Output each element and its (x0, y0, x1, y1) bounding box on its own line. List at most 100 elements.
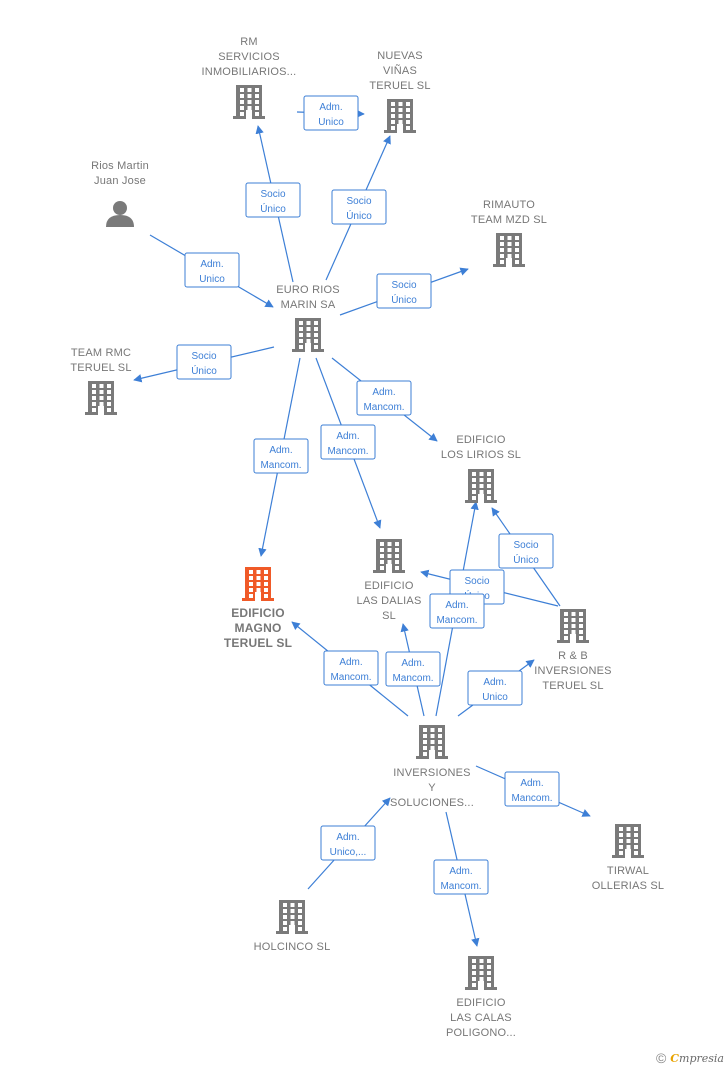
edge-label-text: Adm. (319, 102, 342, 113)
edge-label-holcinco-to-inversiones[interactable]: Adm.Unico,... (320, 825, 376, 861)
node-label: TERUEL SL (70, 362, 131, 374)
edge-label-text: Adm. (336, 832, 359, 843)
node-label: TEAM MZD SL (471, 214, 547, 226)
edge-label-text: Socio (391, 280, 416, 291)
edge-label-euro-to-magno[interactable]: Adm. Mancom. (253, 438, 309, 474)
edge-label-text: Unico (482, 692, 508, 703)
node-label: RM (240, 36, 258, 48)
edge-label-text: Unico (199, 274, 225, 285)
node-label: EDIFICIO (231, 606, 285, 620)
node-tirwal[interactable]: TIRWAL OLLERIAS SL (592, 824, 665, 892)
edge-label-text: Adm. (269, 445, 292, 456)
node-label: EDIFICIO (456, 434, 506, 446)
edge-label-text: Socio (191, 351, 216, 362)
edge-label-box (376, 273, 432, 309)
node-lirios[interactable]: EDIFICIO LOS LIRIOS SL (441, 434, 521, 503)
node-label: NUEVAS (377, 50, 423, 62)
node-label: Y (428, 782, 436, 794)
edge-label-text: Único (260, 202, 286, 215)
node-label: LAS DALIAS (357, 595, 422, 607)
edge-label-box (303, 95, 359, 131)
node-teamrmc[interactable]: TEAM RMC TERUEL SL (70, 347, 131, 415)
building-icon (85, 381, 117, 415)
edge-label-box (356, 380, 412, 416)
edge-labels-layer: SocioÚnicoSocioÚnicoAdm.UnicoAdm.UnicoSo… (176, 95, 560, 895)
edge-label-box (433, 859, 489, 895)
node-label: MARIN SA (281, 299, 336, 311)
edge-label-text: Único (513, 553, 539, 566)
edge-label-text: Mancom. (260, 460, 301, 471)
edge-label-inversiones-to-lirios[interactable]: Adm.Mancom. (429, 593, 485, 629)
brand-logo[interactable]: Cmpresia (670, 1051, 724, 1065)
nodes-layer: RMSERVICIOSINMOBILIARIOS...NUEVASVIÑASTE… (70, 36, 664, 1039)
building-icon (465, 469, 497, 503)
edge-label-text: Mancom. (392, 673, 433, 684)
edge-label-text: Mancom. (436, 615, 477, 626)
edge-label-rm-to-nuevas[interactable]: Adm.Unico (303, 95, 359, 131)
edge-label-text: Socio (346, 196, 371, 207)
edge-label-text: Adm. (520, 778, 543, 789)
node-label: POLIGONO... (446, 1027, 516, 1039)
edge-label-box (245, 182, 301, 218)
footer-brand[interactable]: © Cmpresia (656, 1050, 724, 1066)
edge-label-inversiones-to-rb[interactable]: Adm.Unico (467, 670, 523, 706)
building-icon (416, 725, 448, 759)
edge-label-euro-to-dalias[interactable]: Adm.Mancom. (320, 424, 376, 460)
node-label: EDIFICIO (364, 580, 414, 592)
edge-label-text: Mancom. (440, 881, 481, 892)
building-icon (612, 824, 644, 858)
node-label: EDIFICIO (456, 997, 506, 1009)
node-label: INVERSIONES (534, 665, 611, 677)
node-label: TERUEL SL (369, 80, 430, 92)
node-dalias[interactable]: EDIFICIO LAS DALIAS SL (357, 539, 422, 622)
edge-label-euro-to-lirios[interactable]: Adm.Mancom. (356, 380, 412, 416)
edge-label-box (429, 593, 485, 629)
edge-label-text: Adm. (401, 658, 424, 669)
node-label: TIRWAL (607, 865, 649, 877)
edge-label-box (498, 533, 554, 569)
node-label: Rios Martin (91, 160, 149, 172)
building-icon (292, 318, 324, 352)
edge-label-text: Socio (260, 189, 285, 200)
copyright-icon: © (655, 1050, 667, 1066)
node-label: LOS LIRIOS SL (441, 449, 521, 461)
edge-label-text: Adm. (200, 259, 223, 270)
node-label: SL (382, 610, 396, 622)
edge-label-box (320, 424, 376, 460)
edge-label-inversiones-to-magno[interactable]: Adm.Mancom. (323, 650, 379, 686)
node-label: SERVICIOS (218, 51, 280, 63)
edge-label-inversiones-to-calas[interactable]: Adm.Mancom. (433, 859, 489, 895)
node-holcinco[interactable]: HOLCINCO SL (254, 900, 331, 953)
building-icon (384, 99, 416, 133)
node-label: OLLERIAS SL (592, 880, 665, 892)
node-label: TERUEL SL (542, 680, 603, 692)
node-label: RIMAUTO (483, 199, 535, 211)
edge-label-rios-to-euro[interactable]: Adm. Unico (184, 252, 240, 288)
building-icon (465, 956, 497, 990)
building-icon (557, 609, 589, 643)
edge-label-text: Adm. (372, 387, 395, 398)
edge-label-text: Socio (464, 576, 489, 587)
node-label: TEAM RMC (71, 347, 131, 359)
building-icon (233, 85, 265, 119)
edge-label-box (253, 438, 309, 474)
node-label: HOLCINCO SL (254, 941, 331, 953)
node-label: TERUEL SL (224, 636, 292, 650)
node-inversiones[interactable]: INVERSIONESYSOLUCIONES... (390, 725, 474, 809)
edge-label-inversiones-to-dalias[interactable]: Adm. Mancom. (385, 651, 441, 687)
edge-label-inversiones-to-tirwal[interactable]: Adm.Mancom. (504, 771, 560, 807)
node-rm[interactable]: RMSERVICIOSINMOBILIARIOS... (202, 36, 297, 119)
node-rimauto[interactable]: RIMAUTO TEAM MZD SL (471, 199, 547, 267)
